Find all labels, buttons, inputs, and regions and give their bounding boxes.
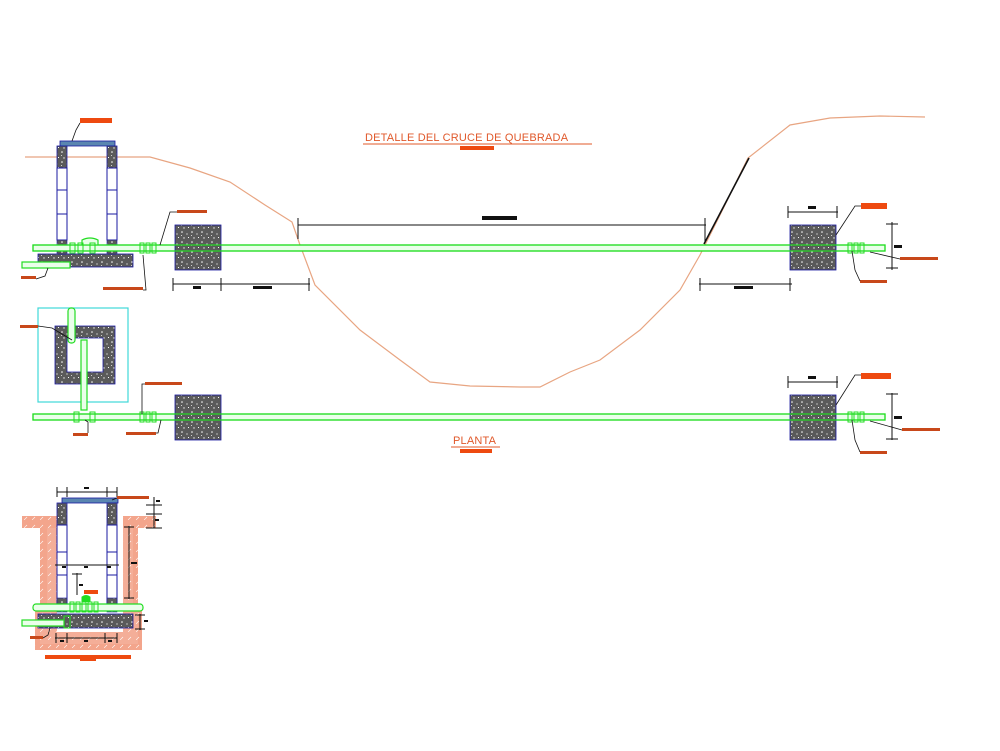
chamber-wall-right-top (106, 145, 118, 169)
label-tag (861, 373, 891, 379)
detail-cover (61, 497, 119, 504)
detail-pipe-lower (21, 619, 65, 627)
detail-title-tag (45, 655, 131, 659)
dimension-right-block (787, 206, 838, 218)
dimension-left-value-2 (253, 286, 272, 289)
detail-dimensions (55, 487, 162, 643)
label-tag (117, 496, 149, 499)
section-title: DETALLE DEL CRUCE DE QUEBRADA (365, 132, 569, 144)
label-tag (900, 257, 938, 260)
plan-riser-pipe (67, 307, 76, 344)
label-tag (860, 451, 887, 454)
anchor-block-left-section (174, 224, 222, 271)
section-labels (21, 118, 938, 291)
dimension-left-bottom (172, 278, 310, 291)
label-tag (21, 276, 36, 279)
dimension-span-value (482, 216, 517, 220)
section-view: DETALLE DEL CRUCE DE QUEBRADA (21, 115, 938, 388)
label-tag (177, 210, 207, 213)
pipe-couplings-left (69, 242, 865, 254)
label-tag (902, 428, 940, 431)
dimension-right-value (734, 286, 753, 289)
chamber-wall-left-top (56, 145, 68, 169)
pipe-plan-main (32, 413, 886, 421)
plan-drop-pipe (80, 339, 88, 411)
label-tag (861, 203, 887, 209)
label-tag (73, 433, 88, 436)
label-tag (84, 590, 98, 594)
anchor-block-right-plan (789, 394, 837, 441)
label-tag (20, 325, 38, 328)
label-tag (103, 287, 143, 290)
chamber-wall-left (56, 167, 68, 241)
anchor-block-left-plan (174, 394, 222, 441)
dimension-left-value-1 (193, 286, 201, 289)
plan-view: PLANTA (20, 307, 940, 454)
label-tag (30, 636, 43, 639)
dimension-right-bottom (699, 278, 792, 291)
label-tag (126, 432, 156, 435)
chamber-wall-right (106, 167, 118, 241)
plan-labels (20, 325, 940, 454)
dimension-span (297, 218, 706, 242)
section-scale-tag (460, 146, 494, 150)
label-tag (145, 382, 182, 385)
plan-scale-tag (460, 449, 492, 453)
chamber-cover (59, 140, 116, 147)
dimension-right-height (886, 222, 898, 270)
label-tag (860, 280, 887, 283)
slope-protection (703, 157, 750, 245)
plan-title: PLANTA (453, 435, 497, 447)
pipe-section-lower (21, 261, 71, 269)
label-tag (80, 118, 112, 123)
dimension-plan-right (787, 376, 898, 440)
pipe-section-main (32, 244, 886, 252)
chamber-detail-view (21, 487, 162, 661)
anchor-block-right-section (789, 224, 837, 271)
